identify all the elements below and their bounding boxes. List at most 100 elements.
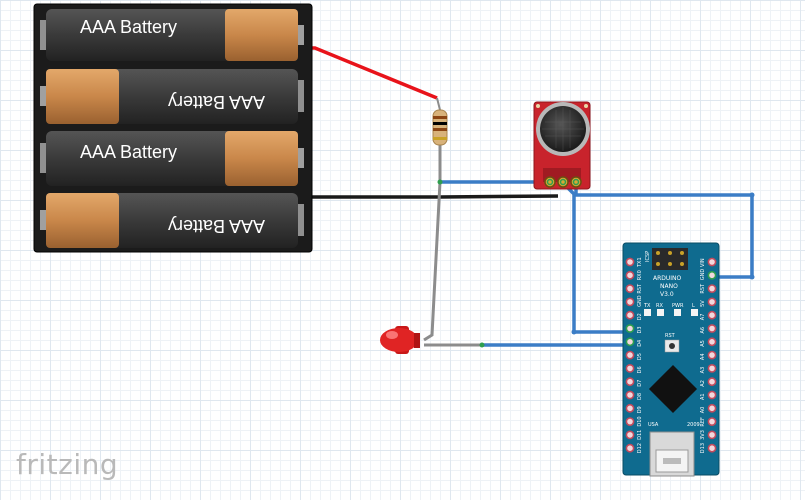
header-pin-a3[interactable] [707, 363, 717, 373]
battery-cell-1: AAA Battery [40, 9, 304, 61]
header-pin-d7[interactable] [625, 377, 635, 387]
header-pin-a1[interactable] [707, 390, 717, 400]
pin-label-d3: D3 [637, 326, 643, 333]
mic-signal-blue-wire[interactable] [560, 180, 628, 334]
black-wire[interactable] [303, 194, 559, 199]
pin-label-d9: D9 [637, 406, 643, 413]
usa-label: USA [648, 422, 659, 428]
pin-label-tx1: TX1 [637, 257, 643, 268]
pin-label-a4: A4 [700, 353, 706, 360]
tx-led-label: TX [643, 303, 651, 309]
wire-bend-point [571, 329, 577, 335]
pin-label-a5: A5 [700, 340, 706, 347]
header-pin-rst[interactable] [625, 284, 635, 293]
pin-label-d7: D7 [637, 380, 643, 387]
pin-label-d13: D13 [700, 443, 706, 453]
icsp-label: ICSP [645, 251, 651, 262]
resistor[interactable] [432, 97, 448, 146]
pin-label-d6: D6 [637, 366, 643, 373]
reset-label: RST [665, 333, 676, 339]
pin-label-a1: A1 [700, 393, 706, 400]
header-pin-ref[interactable] [707, 417, 717, 426]
header-pin-d12[interactable] [625, 443, 635, 453]
pin-label-5v: 5V [700, 300, 706, 307]
header-pin-5v[interactable] [707, 297, 717, 307]
microcontroller-chip [648, 364, 698, 414]
pin-label-d5: D5 [637, 353, 643, 360]
wire-bend-point [479, 342, 485, 348]
header-pin-vin[interactable] [707, 257, 717, 267]
wire-bend-point [749, 192, 755, 198]
pin-label-a7: A7 [700, 314, 706, 321]
year-label: 2009 [687, 422, 700, 428]
pin-label-rst: RST [700, 283, 706, 294]
pin-label-d8: D8 [637, 393, 643, 400]
pin-label-d10: D10 [637, 416, 643, 426]
pin-label-a6: A6 [700, 327, 706, 334]
header-pin-tx1[interactable] [625, 257, 635, 267]
pin-label-gnd: GND [700, 269, 706, 281]
red-wire[interactable] [303, 46, 438, 100]
pin-label-a3: A3 [700, 367, 706, 374]
arduino-nano[interactable]: ICSP ARDUINO NANO V3.0 TX RX PWR L RST U… [622, 242, 720, 477]
pin-label-a0: A0 [700, 407, 706, 414]
pin-label-3v3: 3V3 [700, 430, 706, 440]
pin-label-ref: REF [700, 417, 706, 427]
header-pin-d13[interactable] [707, 443, 717, 453]
header-pin-d10[interactable] [625, 417, 635, 426]
header-pin-d2[interactable] [625, 310, 635, 320]
header-pin-a2[interactable] [707, 377, 717, 387]
rx-led-label: RX [656, 303, 663, 309]
pin-label-d12: D12 [637, 443, 643, 453]
sensor-pin[interactable] [570, 176, 582, 188]
battery-cell-label: AAA Battery [80, 142, 177, 162]
pin-label-d2: D2 [637, 313, 643, 320]
sound-sensor[interactable] [533, 101, 591, 190]
header-pin-d8[interactable] [625, 390, 635, 400]
pin-label-vin: VIN [700, 258, 706, 267]
pin-label-rst: RST [637, 283, 643, 294]
pin-label-gnd: GND [637, 295, 643, 307]
battery-cell-2: AAA Battery [40, 69, 304, 124]
pin-label-d11: D11 [637, 430, 643, 440]
header-pin-a0[interactable] [707, 403, 717, 413]
header-pin-a5[interactable] [707, 337, 717, 347]
sensor-pin[interactable] [557, 176, 569, 188]
battery-cell-label: AAA Battery [168, 92, 265, 112]
battery-cell-label: AAA Battery [80, 17, 177, 37]
header-pin-rst[interactable] [707, 284, 717, 293]
header-pin-gnd[interactable] [625, 297, 635, 307]
header-pin-d5[interactable] [625, 350, 635, 360]
header-pin-a6[interactable] [707, 324, 717, 333]
wire-bend-point [749, 274, 755, 280]
header-pin-rx0[interactable] [625, 270, 635, 280]
header-pin-gnd[interactable] [707, 270, 717, 280]
header-pin-a4[interactable] [707, 350, 717, 360]
wire-bend-point [437, 179, 443, 185]
red-led[interactable] [380, 326, 420, 354]
pin-label-rx0: RX0 [637, 270, 643, 280]
header-pin-3v3[interactable] [707, 430, 717, 440]
header-pin-d4[interactable] [625, 337, 635, 347]
header-pin-a7[interactable] [707, 310, 717, 320]
header-pin-d6[interactable] [625, 363, 635, 373]
battery-holder [33, 3, 313, 253]
resistor-to-led-wire[interactable] [423, 145, 442, 342]
battery-cell-3: AAA Battery [40, 131, 304, 186]
sensor-pin[interactable] [544, 176, 556, 188]
pin-label-a2: A2 [700, 380, 706, 387]
battery-pack[interactable]: AAA Battery AAA Battery AAA Battery AAA … [33, 3, 313, 253]
battery-cell-label: AAA Battery [168, 216, 265, 236]
pwr-led-label: PWR [672, 303, 684, 309]
header-pin-d3[interactable] [625, 324, 635, 333]
pin-label-d4: D4 [637, 340, 643, 347]
battery-cell-4: AAA Battery [40, 193, 304, 248]
board-model: NANO [660, 283, 678, 290]
icsp-header [652, 248, 688, 270]
board-brand: ARDUINO [653, 275, 682, 282]
l-led-label: L [692, 303, 695, 309]
header-pin-d11[interactable] [625, 430, 635, 440]
header-pin-d9[interactable] [625, 403, 635, 413]
board-leds: TX RX PWR L [643, 303, 698, 316]
fritzing-watermark: fritzing [16, 448, 119, 481]
